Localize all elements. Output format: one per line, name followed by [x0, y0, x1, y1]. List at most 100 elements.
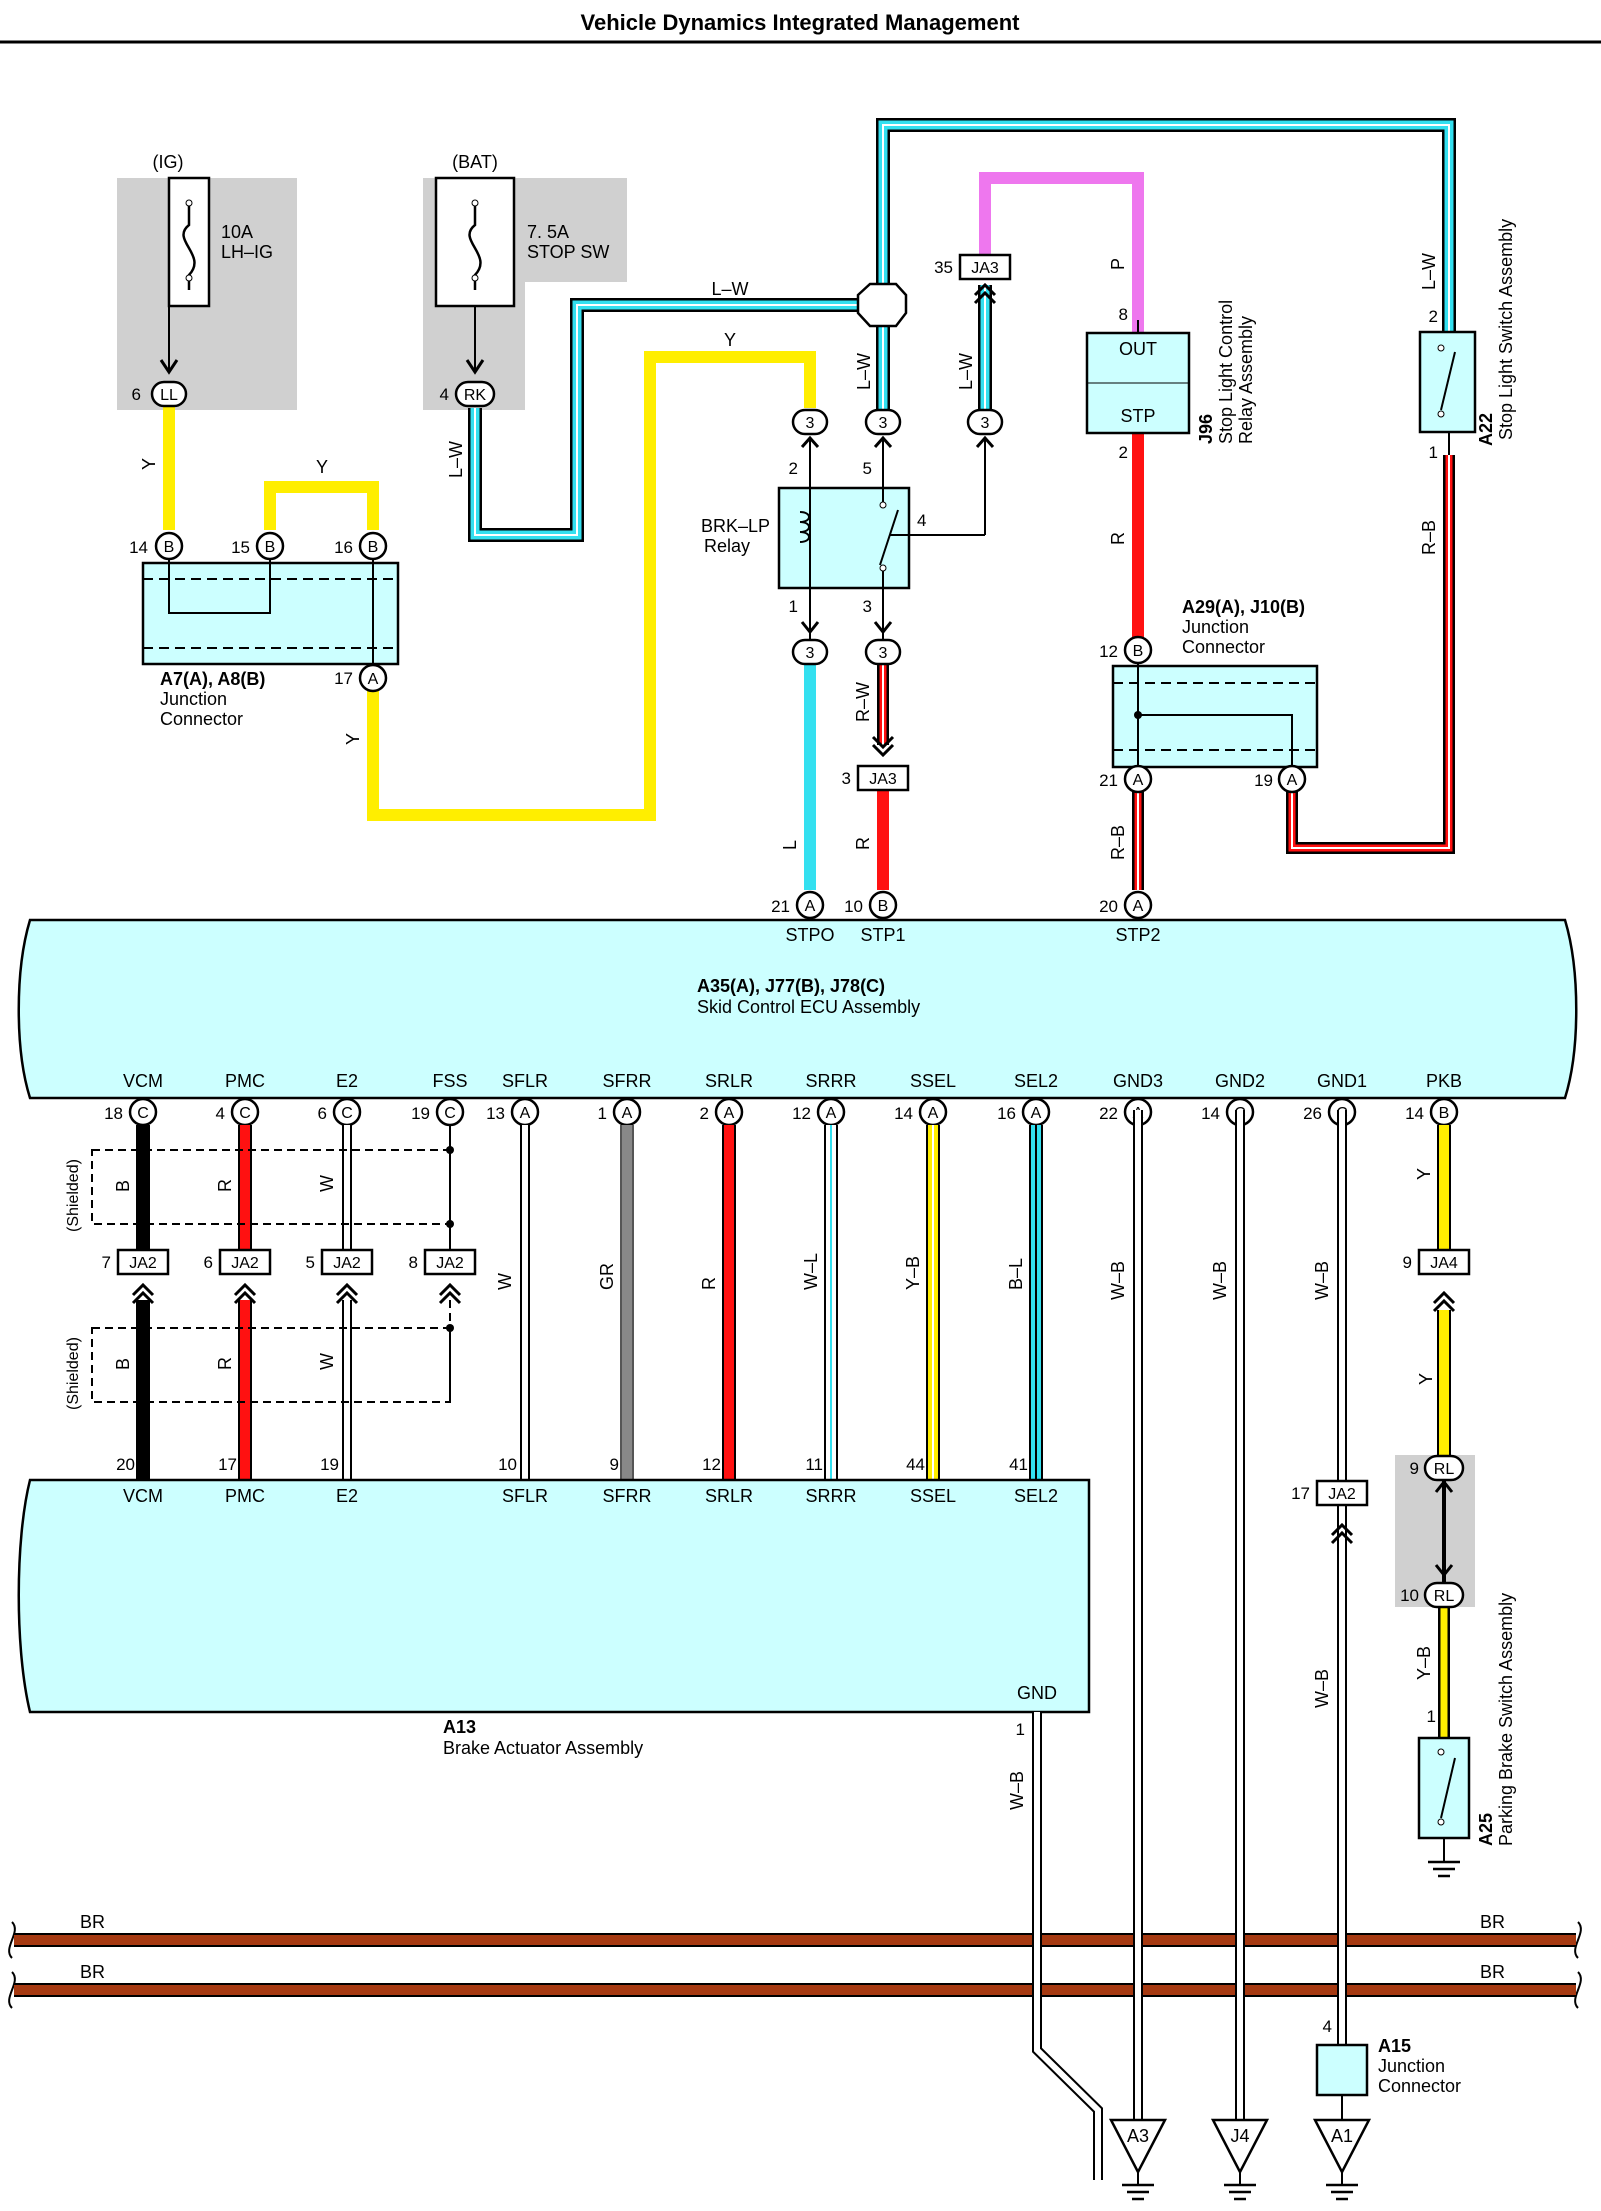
svg-text:Junction: Junction — [1378, 2056, 1445, 2076]
svg-text:A: A — [622, 1105, 633, 1122]
svg-text:2: 2 — [700, 1104, 709, 1123]
svg-text:RK: RK — [464, 387, 487, 404]
svg-text:SSEL: SSEL — [910, 1071, 956, 1091]
wire-label-lw-a22: L–W — [1419, 253, 1439, 290]
svg-text:JA2: JA2 — [1328, 1486, 1356, 1503]
svg-text:SRLR: SRLR — [705, 1071, 753, 1091]
wire-y-jumper — [264, 481, 379, 530]
svg-text:16: 16 — [997, 1104, 1016, 1123]
svg-text:1: 1 — [1016, 1720, 1025, 1739]
svg-text:A29(A), J10(B): A29(A), J10(B) — [1182, 597, 1305, 617]
svg-text:6: 6 — [132, 385, 141, 404]
a29-junction-connector: B A A 12 21 19 A29(A), J10(B) Junction C… — [1099, 597, 1319, 794]
a22-stop-light-switch: 2 1 A22 Stop Light Switch Assembly — [1418, 219, 1516, 462]
svg-text:Junction: Junction — [160, 689, 227, 709]
svg-text:19: 19 — [411, 1104, 430, 1123]
svg-text:VCM: VCM — [123, 1486, 163, 1506]
wire-label-rb-stp2: R–B — [1108, 825, 1128, 860]
svg-text:8: 8 — [1119, 305, 1128, 324]
svg-text:A: A — [826, 1105, 837, 1122]
svg-text:STP: STP — [1120, 406, 1155, 426]
svg-text:2: 2 — [1119, 443, 1128, 462]
svg-text:W: W — [495, 1273, 515, 1290]
svg-text:Skid Control ECU Assembly: Skid Control ECU Assembly — [697, 997, 920, 1017]
diagram-title: Vehicle Dynamics Integrated Management — [581, 10, 1021, 35]
svg-text:20: 20 — [116, 1455, 135, 1474]
svg-text:9: 9 — [610, 1455, 619, 1474]
ig-source-label: (IG) — [153, 152, 184, 172]
svg-text:Stop Light Control: Stop Light Control — [1216, 300, 1236, 444]
a7-junction-connector: B B B A 14 15 16 17 A7(A), A8(B) Junctio… — [129, 531, 400, 729]
svg-text:(Shielded): (Shielded) — [65, 1159, 82, 1232]
svg-text:SFLR: SFLR — [502, 1071, 548, 1091]
svg-text:5: 5 — [306, 1253, 315, 1272]
svg-text:STPO: STPO — [785, 925, 834, 945]
svg-text:(Shielded): (Shielded) — [65, 1337, 82, 1410]
svg-text:A: A — [1031, 1105, 1042, 1122]
svg-text:B: B — [265, 539, 276, 556]
wire-p — [979, 172, 1144, 333]
ig-fuse-name: LH–IG — [221, 242, 273, 262]
svg-text:3: 3 — [981, 415, 990, 432]
wire-label-gnd3: W–B — [1108, 1261, 1128, 1300]
svg-text:JA2: JA2 — [333, 1255, 361, 1272]
wire-label-gnd2: W–B — [1210, 1261, 1230, 1300]
svg-text:A7(A), A8(B): A7(A), A8(B) — [160, 669, 265, 689]
svg-text:RL: RL — [1434, 1461, 1455, 1478]
lower-wire-sel2: B–L — [1006, 1125, 1043, 1480]
svg-text:B: B — [878, 898, 889, 915]
svg-text:3: 3 — [879, 415, 888, 432]
skid-control-ecu: A35(A), J77(B), J78(C) Skid Control ECU … — [17, 918, 1578, 1100]
svg-text:J4: J4 — [1230, 2126, 1249, 2146]
svg-text:17: 17 — [218, 1455, 237, 1474]
wire-label-lw-bat: L–W — [446, 441, 466, 478]
svg-text:Y–B: Y–B — [1414, 1646, 1434, 1680]
svg-text:JA2: JA2 — [436, 1255, 464, 1272]
svg-text:A: A — [1287, 772, 1298, 789]
svg-text:STP2: STP2 — [1115, 925, 1160, 945]
svg-text:R: R — [215, 1179, 235, 1192]
svg-text:J96: J96 — [1196, 414, 1216, 444]
svg-text:3: 3 — [842, 769, 851, 788]
svg-text:Connector: Connector — [160, 709, 243, 729]
svg-text:B: B — [1133, 643, 1144, 660]
svg-text:1: 1 — [1427, 1707, 1436, 1726]
lower-wire-sfrr: GR — [597, 1125, 634, 1480]
ja3-mid-connector: JA3 3 — [842, 735, 910, 792]
svg-text:SSEL: SSEL — [910, 1486, 956, 1506]
shielded-boxes: (Shielded) (Shielded) — [65, 1146, 454, 1410]
wire-label-lower: B — [113, 1358, 133, 1370]
svg-text:B–L: B–L — [1006, 1258, 1026, 1290]
svg-text:FSS: FSS — [432, 1071, 467, 1091]
svg-text:10: 10 — [498, 1455, 517, 1474]
svg-text:3: 3 — [863, 597, 872, 616]
svg-text:GND2: GND2 — [1215, 1071, 1265, 1091]
svg-text:18: 18 — [104, 1104, 123, 1123]
svg-text:14: 14 — [894, 1104, 913, 1123]
connector-ll: LL 6 — [132, 380, 188, 408]
svg-text:A22: A22 — [1476, 413, 1496, 446]
svg-text:SRLR: SRLR — [705, 1486, 753, 1506]
svg-text:A: A — [520, 1105, 531, 1122]
svg-text:SEL2: SEL2 — [1014, 1071, 1058, 1091]
svg-text:B: B — [1439, 1105, 1450, 1122]
svg-text:Relay Assembly: Relay Assembly — [1236, 316, 1256, 444]
svg-text:A13: A13 — [443, 1717, 476, 1737]
bat-fuse-amp: 7. 5A — [527, 222, 569, 242]
svg-text:SEL2: SEL2 — [1014, 1486, 1058, 1506]
svg-text:11: 11 — [805, 1455, 823, 1474]
lower-wire-sflr: W — [495, 1125, 530, 1480]
wire-label-lower: W — [317, 1353, 337, 1370]
svg-text:A: A — [805, 898, 816, 915]
ecu-bottom-pins: VCMC18PMCC4E2C6FSSC19SFLRA13SFRRA1SRLRA2… — [104, 1071, 1462, 1127]
ground-wires: W–B — [1007, 1110, 1347, 2180]
